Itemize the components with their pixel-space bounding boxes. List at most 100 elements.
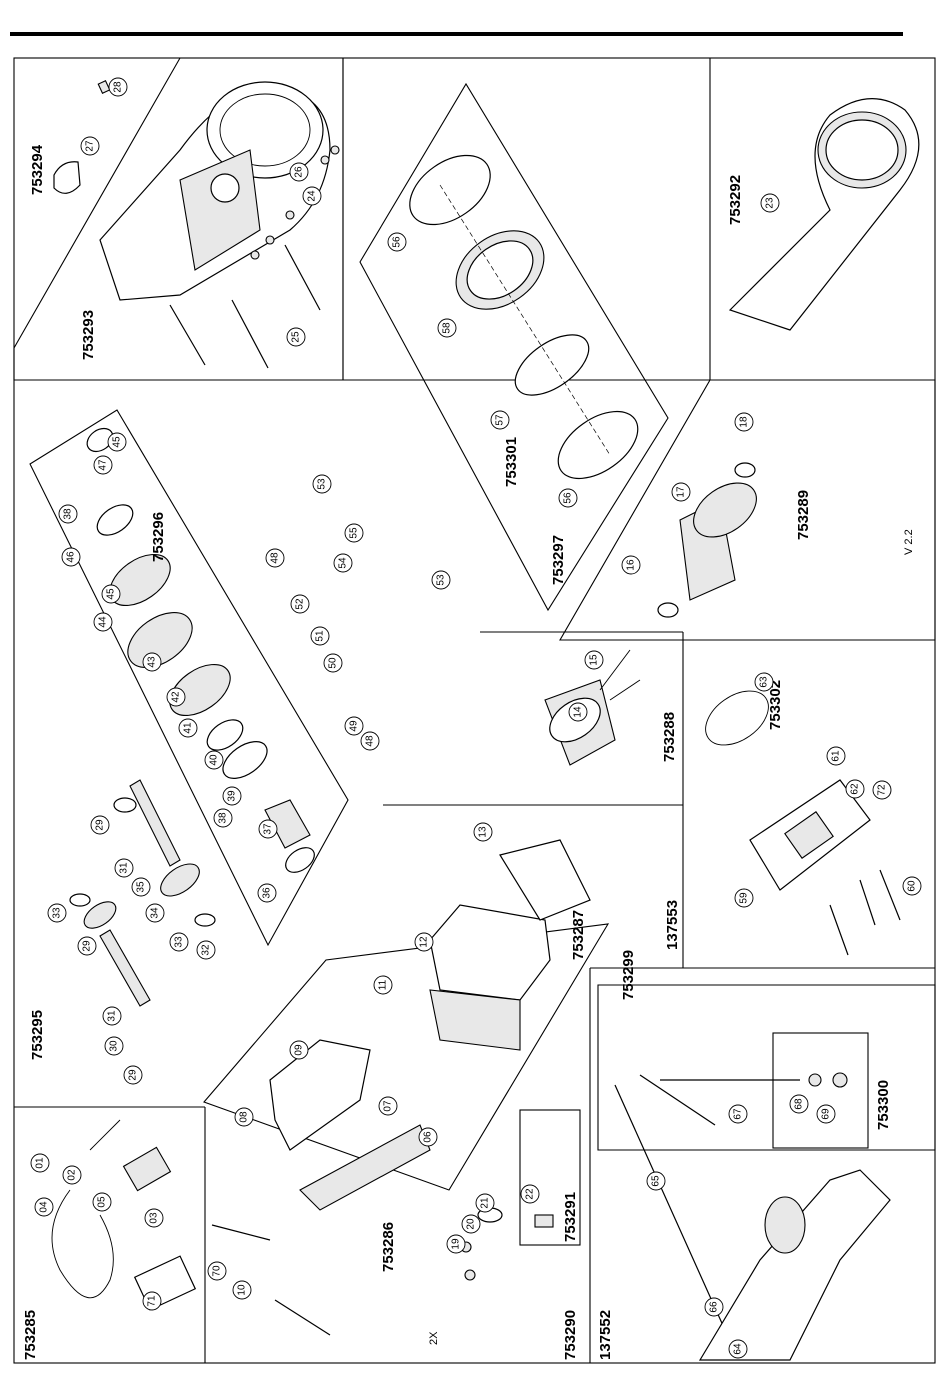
callout-number: 23 bbox=[765, 197, 776, 209]
coupler-assembly bbox=[705, 690, 901, 956]
callout-number: 68 bbox=[794, 1098, 805, 1110]
callout-circle bbox=[872, 780, 892, 800]
callout-number: 54 bbox=[338, 557, 349, 569]
assembly-label: 137552 bbox=[597, 1310, 614, 1360]
callout-circle bbox=[671, 482, 691, 502]
callout-number: 26 bbox=[294, 166, 305, 178]
callout-number: 40 bbox=[209, 754, 220, 766]
assembly-label: 753285 bbox=[22, 1310, 39, 1360]
callout-circle bbox=[431, 570, 451, 590]
callout-circle bbox=[902, 876, 922, 896]
callout-number: 72 bbox=[877, 784, 888, 796]
callout-circle bbox=[378, 1096, 398, 1116]
callout-circle bbox=[323, 653, 343, 673]
callout-group: 2827262425565857562345473846454443424140… bbox=[30, 77, 922, 1359]
assembly-label: 137553 bbox=[664, 900, 681, 950]
callout-circle bbox=[584, 650, 604, 670]
callout-number: 33 bbox=[174, 936, 185, 948]
callout-circle bbox=[169, 932, 189, 952]
callout-number: 61 bbox=[831, 750, 842, 762]
callout-number: 25 bbox=[291, 331, 302, 343]
callout-circle bbox=[108, 77, 128, 97]
callout-circle bbox=[123, 1065, 143, 1085]
callout-circle bbox=[90, 815, 110, 835]
callout-number: 38 bbox=[218, 812, 229, 824]
callout-circle bbox=[61, 547, 81, 567]
callout-circle bbox=[101, 584, 121, 604]
callout-circle bbox=[289, 162, 309, 182]
callout-number: 22 bbox=[525, 1188, 536, 1200]
assembly-label: 753291 bbox=[562, 1192, 579, 1242]
callout-number: 46 bbox=[66, 551, 77, 563]
callout-number: 62 bbox=[850, 783, 861, 795]
callout-number: 29 bbox=[82, 940, 93, 952]
callout-circle bbox=[475, 1193, 495, 1213]
callout-circle bbox=[302, 186, 322, 206]
callout-circle bbox=[473, 822, 493, 842]
callout-number: 50 bbox=[328, 657, 339, 669]
callout-circle bbox=[312, 474, 332, 494]
callout-circle bbox=[490, 410, 510, 430]
callout-number: 29 bbox=[95, 819, 106, 831]
callout-circle bbox=[333, 553, 353, 573]
callout-number: 32 bbox=[201, 944, 212, 956]
assembly-label: 753292 bbox=[727, 175, 744, 225]
callout-number: 49 bbox=[349, 720, 360, 732]
assembly-label: 753296 bbox=[150, 512, 167, 562]
wrench-assembly bbox=[614, 1032, 891, 1361]
callout-number: 12 bbox=[419, 936, 430, 948]
callout-circle bbox=[414, 932, 434, 952]
callout-number: 58 bbox=[442, 322, 453, 334]
callout-circle bbox=[373, 975, 393, 995]
callout-number: 47 bbox=[98, 459, 109, 471]
shaft-assembly bbox=[69, 779, 216, 1007]
callout-circle bbox=[207, 1261, 227, 1281]
callout-circle bbox=[760, 193, 780, 213]
callout-circle bbox=[558, 488, 578, 508]
gear-train-assembly bbox=[86, 427, 315, 873]
callout-number: 02 bbox=[67, 1169, 78, 1181]
assembly-label: 753301 bbox=[503, 437, 520, 487]
assembly-label: 753289 bbox=[795, 490, 812, 540]
callout-circle bbox=[62, 1165, 82, 1185]
callout-circle bbox=[344, 716, 364, 736]
callout-circle bbox=[142, 652, 162, 672]
callout-number: 31 bbox=[119, 862, 130, 874]
callout-circle bbox=[145, 903, 165, 923]
version-label: V 2.2 bbox=[903, 529, 915, 555]
armature-assembly bbox=[657, 462, 757, 618]
callout-circle bbox=[107, 432, 127, 452]
callout-circle bbox=[728, 1339, 748, 1359]
callout-circle bbox=[58, 504, 78, 524]
assembly-label: 753295 bbox=[29, 1010, 46, 1060]
callout-circle bbox=[520, 1184, 540, 1204]
ring-assembly bbox=[409, 154, 639, 480]
callout-circle bbox=[387, 232, 407, 252]
callout-circle bbox=[734, 888, 754, 908]
callout-number: 53 bbox=[436, 574, 447, 586]
callout-circle bbox=[734, 412, 754, 432]
callout-circle bbox=[178, 718, 198, 738]
callout-number: 56 bbox=[392, 236, 403, 248]
callout-circle bbox=[30, 1153, 50, 1173]
callout-number: 27 bbox=[85, 140, 96, 152]
subframes bbox=[13, 57, 936, 1191]
gearbox-housing bbox=[429, 839, 591, 1051]
callout-circle bbox=[234, 1107, 254, 1127]
quantity-note: 2X bbox=[428, 1331, 440, 1345]
callout-circle bbox=[310, 626, 330, 646]
callout-circle bbox=[131, 877, 151, 897]
callout-number: 56 bbox=[563, 492, 574, 504]
callout-circle bbox=[142, 1291, 162, 1311]
header-rule bbox=[10, 32, 903, 36]
callout-number: 16 bbox=[626, 559, 637, 571]
callout-number: 59 bbox=[739, 892, 750, 904]
assembly-label: 753300 bbox=[875, 1080, 892, 1130]
callout-number: 04 bbox=[39, 1201, 50, 1213]
callout-circle bbox=[621, 555, 641, 575]
callout-circle bbox=[845, 779, 865, 799]
callout-number: 38 bbox=[63, 508, 74, 520]
callout-circle bbox=[93, 612, 113, 632]
callout-number: 34 bbox=[150, 907, 161, 919]
